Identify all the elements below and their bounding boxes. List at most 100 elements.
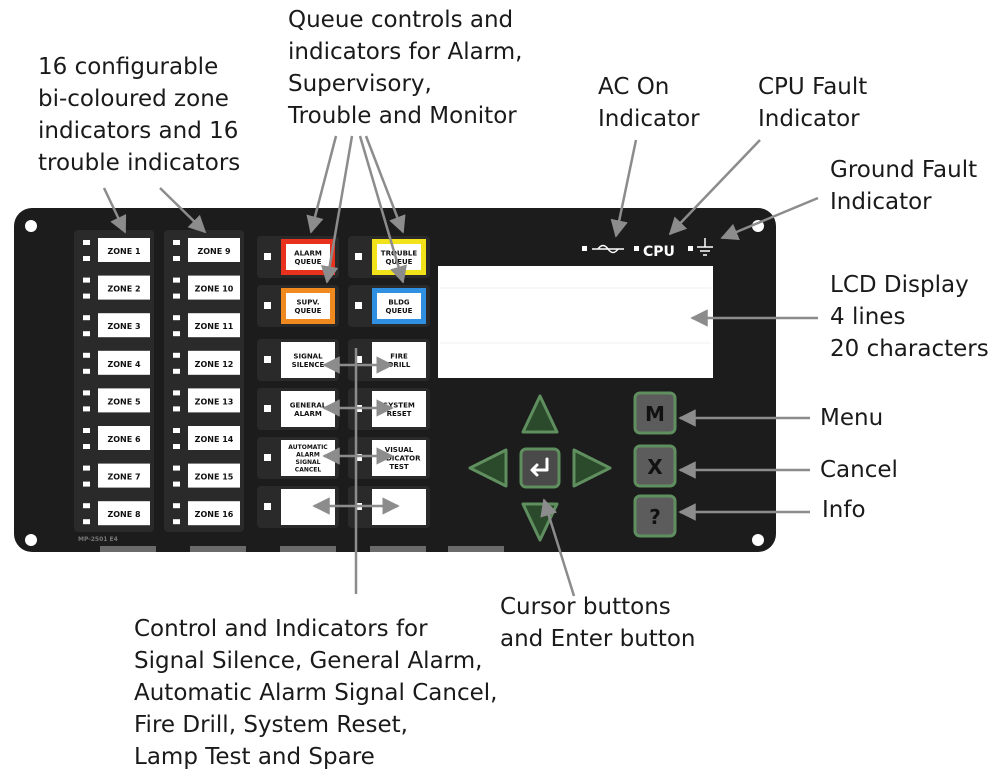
zone-label: ZONE 2 <box>107 285 140 294</box>
spare-button-left[interactable] <box>257 486 339 528</box>
trouble-led <box>83 256 90 261</box>
button-led <box>264 454 271 461</box>
button-label: TEST <box>389 463 409 471</box>
ac-on-led <box>582 246 587 251</box>
cancel-key[interactable]: X <box>633 444 677 488</box>
ground-pointer <box>720 196 819 241</box>
button-label: SIGNAL <box>293 352 323 360</box>
zone-label: ZONE 4 <box>107 360 141 369</box>
enter-button[interactable] <box>519 447 561 489</box>
zone-led <box>173 352 180 358</box>
ac-on-icon <box>592 244 624 254</box>
menu-key-label: M <box>645 402 665 426</box>
zone-label: ZONE 13 <box>195 397 234 406</box>
button-label: ALARM <box>296 451 320 458</box>
button-label: QUEUE <box>295 258 322 266</box>
trouble-led <box>83 406 90 412</box>
button-label: QUEUE <box>386 258 413 266</box>
zone-label: ZONE 3 <box>107 322 140 331</box>
zone-label-card <box>188 275 240 300</box>
trouble-queue-pointer <box>364 135 406 234</box>
cursor-left-button[interactable] <box>468 448 508 488</box>
menu-callout: Menu <box>820 405 884 431</box>
ground-fault-led <box>688 246 693 251</box>
zone-led <box>173 465 180 471</box>
lcd-display <box>438 266 713 378</box>
button-label: ALARM <box>294 410 322 418</box>
zone-label-card <box>98 275 150 300</box>
button-label: CANCEL <box>295 466 322 473</box>
zone-label: ZONE 1 <box>107 247 141 256</box>
zone-label-card <box>98 238 150 262</box>
ac-on-pointer <box>610 139 638 238</box>
panel-tab <box>448 546 504 552</box>
info-key[interactable]: ? <box>633 494 677 538</box>
button-label: DRILL <box>388 361 411 369</box>
zone-label-card <box>98 313 150 338</box>
zone-led <box>173 428 180 433</box>
zone-led <box>173 240 180 245</box>
trouble-led <box>173 331 180 337</box>
button-led <box>264 253 271 260</box>
zone-label: ZONE 16 <box>195 510 234 519</box>
cancel-key-label: X <box>647 455 663 479</box>
trouble-led <box>173 368 180 374</box>
cpu-led <box>634 246 639 251</box>
enter-icon <box>530 457 549 477</box>
zone-label-card <box>188 501 240 526</box>
trouble-led <box>83 331 90 337</box>
zone-label: ZONE 8 <box>107 510 141 519</box>
zone-led <box>83 277 90 283</box>
button-face <box>286 293 330 319</box>
zone-label: ZONE 9 <box>197 247 231 256</box>
trouble-led <box>173 519 180 525</box>
button-label: BLDG <box>388 298 410 306</box>
button-led <box>264 503 271 510</box>
trouble-led <box>83 519 90 525</box>
supv-queue-pointer <box>321 135 354 284</box>
button-label: SIGNAL <box>296 459 321 466</box>
trouble-led <box>173 406 180 412</box>
mounting-hole <box>752 534 764 546</box>
trouble-led <box>83 444 90 449</box>
cursor-right-button[interactable] <box>572 448 612 488</box>
button-label: GENERAL <box>290 401 327 409</box>
control-buttons: ALARMQUEUETROUBLEQUEUESUPV.QUEUEBLDGQUEU… <box>257 236 430 528</box>
zone-led <box>83 352 90 358</box>
zone-led <box>83 240 90 245</box>
menu-key[interactable]: M <box>633 391 677 435</box>
zone-led <box>173 315 180 321</box>
button-led <box>355 302 362 309</box>
cursor-up-button[interactable] <box>521 394 559 434</box>
supv-queue-button[interactable]: SUPV.QUEUE <box>257 285 339 327</box>
zone-label-card <box>188 463 240 488</box>
button-label: SUPV. <box>296 298 319 306</box>
trouble-led <box>83 293 90 299</box>
zone-label-card <box>98 388 150 413</box>
panel-tab <box>370 546 426 552</box>
zone-right-pointer <box>159 187 207 234</box>
button-led <box>264 302 271 309</box>
zone-column <box>74 230 154 532</box>
bldg-queue-pointer <box>358 135 407 284</box>
zone-label: ZONE 12 <box>195 360 234 369</box>
button-label: FIRE <box>390 352 408 360</box>
trouble-led <box>173 256 180 261</box>
button-label: RESET <box>387 410 412 418</box>
zone-label-card <box>188 426 240 450</box>
zone-led <box>173 390 180 396</box>
button-label: ALARM <box>294 249 322 257</box>
zone-led <box>173 277 180 283</box>
